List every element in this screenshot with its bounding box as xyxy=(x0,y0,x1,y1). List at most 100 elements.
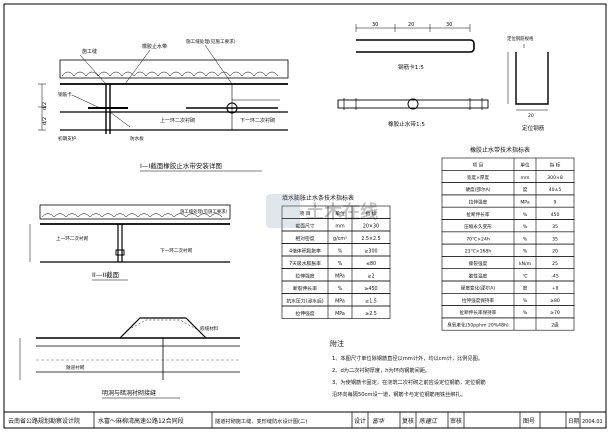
rubber-table-header-cell: 指 标 xyxy=(550,162,561,169)
seal-table-cell: mm xyxy=(335,224,345,229)
title-block xyxy=(3,411,607,429)
rubber-table-cell: 宽度×厚度 xyxy=(467,174,490,181)
note-line-2: 2、d为二次衬砌厚度，h为环向钢筋间距。 xyxy=(332,366,430,374)
rubber-table-cell: 硬度(邵尔A) xyxy=(465,186,490,193)
seal-table-cell: ≥1.5 xyxy=(365,298,377,304)
rubber-table-cell: 300×8 xyxy=(547,175,563,181)
seal-table-cell: MPa xyxy=(335,311,345,317)
rubber-table-cell: % xyxy=(523,298,528,304)
seal-table-row xyxy=(281,305,391,319)
callout-lower-lining: 下一环二次衬砌 xyxy=(240,117,275,124)
seal-table-cell: g/cm³ xyxy=(333,236,347,242)
callout-treatment-2: 施工缝处理(见施工要求) xyxy=(180,208,228,215)
rubber-table-cell: % xyxy=(523,236,528,242)
dim-d-half-bottom: d/2 xyxy=(42,117,48,125)
seal-table-cell: % xyxy=(338,261,343,267)
tb-design-signature: 富华 xyxy=(372,417,385,425)
dim-positioning-20: 20 xyxy=(528,113,534,119)
rubber-table-title: 橡胶止水带技术指标表 xyxy=(470,146,530,154)
seal-table-cell: ≤80 xyxy=(366,261,376,267)
callout-joint-filler: 嵌缝材料 xyxy=(200,325,219,332)
seal-table-cell: 2.5×2.5 xyxy=(361,236,380,242)
seal-table-cell: % xyxy=(338,286,343,292)
note-line-3: 3、为使钢筋卡固定，在浇筑二次衬砌之前应设定位钢筋，定位钢筋 xyxy=(332,378,486,386)
seal-table-cell: 20×30 xyxy=(363,223,379,229)
rubber-table-cell: 25 xyxy=(552,261,558,267)
tb-drawing-no-label: 图号 xyxy=(523,418,535,425)
dim-30-left: 30 xyxy=(372,22,378,28)
seal-table-header-cell: 指 标 xyxy=(365,210,376,217)
seal-table-cell: ≥2.5 xyxy=(365,311,377,317)
rubber-table-cell: ≥70 xyxy=(550,310,560,316)
tb-institute: 云南省公路规划勘察设计院 xyxy=(8,417,80,425)
rubber-table-cell: kN/m xyxy=(519,261,532,267)
callout-waterproof: 防水板 xyxy=(130,135,144,142)
rubber-table-cell: 拉伸强度 xyxy=(469,199,488,206)
rubber-table-cell: 2级 xyxy=(551,322,559,329)
dim-20: 20 xyxy=(408,22,414,28)
seal-table-cell: 拉伸强度 xyxy=(295,310,314,317)
watermark-logo: 土木在线 xyxy=(266,194,378,228)
seal-table-cell: 7天吸水膨胀率 xyxy=(289,260,321,267)
callout-upper-lining: 上一环二次衬砌 xyxy=(160,117,195,124)
rubber-table-cell: -45 xyxy=(551,273,559,279)
seal-table-cell: 拉伸强度 xyxy=(295,272,314,279)
rubber-table-cell: % xyxy=(523,310,528,316)
section-3-title: 明洞与暗洞衬砌接缝 xyxy=(102,389,156,397)
label-rebar-clip: 钢筋卡1:5 xyxy=(398,63,424,71)
rubber-table-cell: 撕裂强度 xyxy=(469,260,488,267)
rubber-table-cell: 20 xyxy=(552,249,558,255)
rubber-table-cell: 压缩永久变形 xyxy=(464,223,492,230)
rubber-table-cell: % xyxy=(523,249,528,255)
callout-construction-joint: 施工缝 xyxy=(82,48,97,55)
dim-d-half-top: d/2 xyxy=(42,102,48,110)
seal-table-cell: ≥300 xyxy=(364,248,377,254)
dim-positioning-spec: 定位钢筋规格 xyxy=(507,35,534,42)
callout-upper-lining-2: 上一环二次衬砌 xyxy=(56,235,89,242)
rubber-table-cell: 40±5 xyxy=(549,187,562,193)
rubber-table-cell: 70℃×24h xyxy=(466,236,490,242)
seal-table-cell: 抗水压力(浸水后) xyxy=(286,297,323,304)
rubber-table-cell: 扯断伸长率保持率 xyxy=(460,309,497,316)
callout-treatment: 施工缝处理(见施工要求) xyxy=(186,38,236,45)
watermark-text: 土木在线 xyxy=(306,201,378,223)
rubber-table-cell: 度 xyxy=(523,186,528,193)
tb-drawing-name: 隧道衬砌施工缝、变形缝防水设计图(二) xyxy=(215,417,307,425)
positioning-rebar-detail xyxy=(507,44,549,111)
tb-date-label: 日期 xyxy=(568,418,580,425)
seal-table-cell: 相对密度 xyxy=(295,235,314,242)
seal-table-cell: % xyxy=(338,248,343,254)
seal-table-cell: MPa xyxy=(335,273,345,279)
callout-rubber-strip: 橡胶止水带 xyxy=(142,43,167,50)
rubber-table-cell: % xyxy=(523,224,528,230)
rubber-table-cell: 拉伸强度保持率 xyxy=(462,297,495,304)
seal-table-cell: MPa xyxy=(335,298,345,304)
rubber-table-header-cell: 单位 xyxy=(520,162,530,169)
seal-table-header-cell: 单位 xyxy=(335,210,345,217)
section-1-title: I—I截面橡胶止水带安装详图 xyxy=(140,161,222,170)
rubber-table-cell: ℃ xyxy=(522,273,527,279)
tb-approve-label: 审核 xyxy=(450,417,462,425)
seal-table-cell: 断裂伸长率 xyxy=(293,285,317,292)
rubber-table-cell: 脆性温度 xyxy=(469,272,488,279)
rubber-table-cell: 9 xyxy=(554,200,557,206)
note-line-4: 沿环向每隔50cm设一道，钢筋卡与定位钢筋用铁丝绑扎。 xyxy=(332,390,466,398)
dim-30-right: 30 xyxy=(446,22,452,28)
rubber-table-cell: 35 xyxy=(552,236,558,242)
rubber-table-cell: +8 xyxy=(552,286,559,292)
section-2-drawing xyxy=(29,204,231,263)
rubber-table-cell: 度 xyxy=(523,285,528,292)
rubber-table-cell: 23℃×168h xyxy=(465,249,492,255)
tb-review-label: 复核 xyxy=(402,417,414,425)
notes-heading: 附注 xyxy=(330,339,344,348)
rubber-table-row xyxy=(441,317,575,331)
rubber-table-cell: 硬度变化(邵尔A) xyxy=(461,285,495,292)
seal-table-cell: ≥2 xyxy=(367,273,374,279)
seal-table-cell: 4倍体积膨胀率 xyxy=(289,247,321,254)
seal-table-cell: 截面尺寸 xyxy=(295,222,314,229)
rubber-table-cell: mm xyxy=(521,176,530,181)
